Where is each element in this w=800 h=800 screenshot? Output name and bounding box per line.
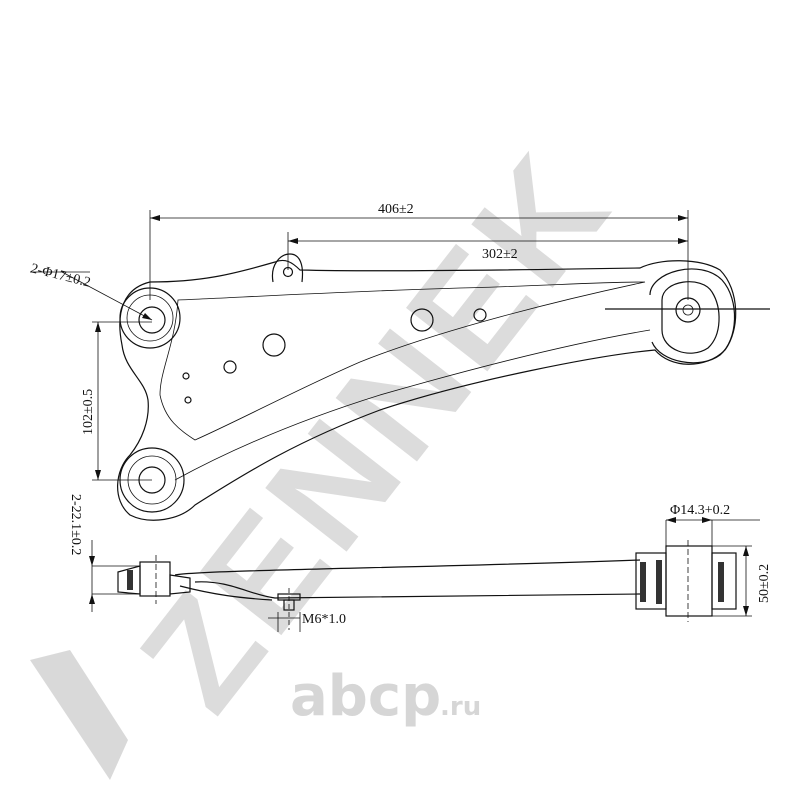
arm-side-view [117,540,737,630]
dim-overall-length: 406±2 [378,202,414,217]
dim-rear-bushing-hole: Φ14.3+0.2 [670,503,730,518]
side-dimension-lines [89,517,760,632]
dim-vertical-spacing: 102±0.5 [81,389,96,435]
dimension-lines [30,210,689,481]
dim-hole-spacing: 302±2 [482,247,518,262]
zennek-watermark-text: ZENNEK [108,122,642,740]
dim-bolt: M6*1.0 [302,612,346,627]
zennek-chevron-icon [30,650,128,780]
abcp-watermark: abcp .ru [290,664,481,729]
dim-bushing-width: 2-22.1±0.2 [68,494,83,555]
abcp-watermark-text: abcp [290,664,441,729]
abcp-watermark-suffix: .ru [440,692,481,722]
dim-bushing-hole: 2-Φ17±0.2 [29,261,92,290]
dim-rear-bushing-width: 50±0.2 [757,564,772,603]
